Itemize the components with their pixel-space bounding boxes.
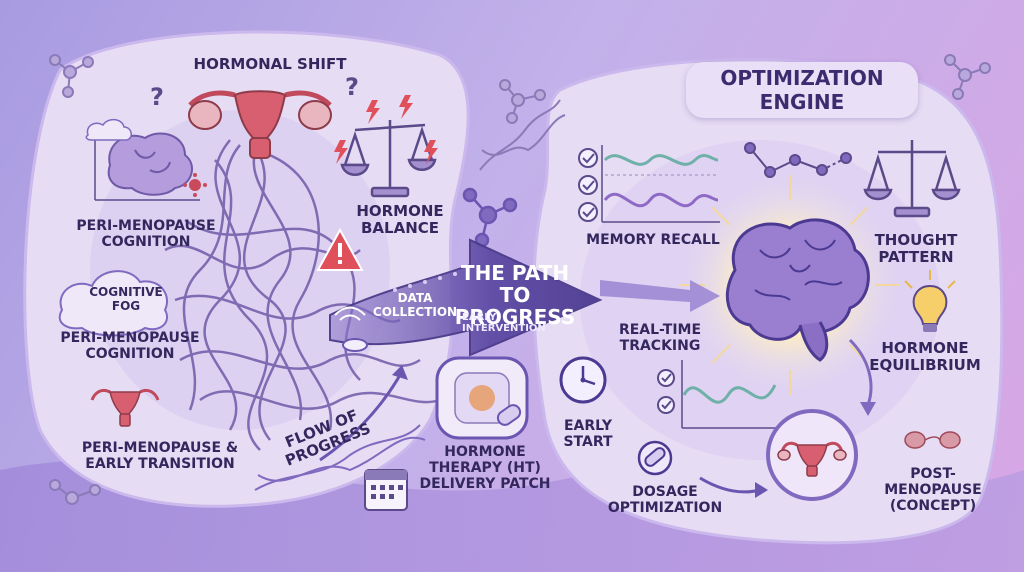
peri-cognition-label-2: PERI-MENOPAUSE COGNITION — [60, 330, 200, 363]
engine-title: OPTIMIZATION ENGINE — [686, 62, 918, 118]
checkmark-icon — [578, 148, 598, 222]
cloud-icon — [58, 270, 168, 337]
mini-chart-icon — [94, 140, 200, 201]
path-title: THE PATH TO PROGRESS — [454, 261, 576, 329]
path-subtitle: EARLY INTERVENTION — [462, 312, 546, 334]
dosage-icon — [637, 440, 673, 476]
question-mark: ? — [150, 83, 164, 111]
dna-icon — [479, 99, 566, 171]
molecule-icon — [49, 54, 94, 98]
brain-icon — [107, 132, 194, 196]
ovaries-icon — [904, 431, 961, 449]
molecule-icon — [49, 479, 101, 505]
memory-chart-icon — [601, 145, 720, 223]
post-menopause-label: POST- MENOPAUSE (CONCEPT) — [884, 466, 982, 515]
dosage-arrow — [699, 476, 761, 494]
real-time-tracking-label: REAL-TIME TRACKING — [618, 322, 702, 355]
dotted-stream — [393, 272, 457, 292]
dna-icon — [254, 424, 426, 491]
hormonal-shift-label: HORMONAL SHIFT — [193, 55, 347, 73]
ht-patch-label: HORMONE THERAPY (HT) DELIVERY PATCH — [419, 444, 551, 493]
scales-icon — [863, 140, 961, 218]
hormone-equilibrium-label: HORMONE EQUILIBRIUM — [869, 339, 981, 375]
molecule-icon — [462, 187, 518, 248]
early-start-label: EARLY START — [563, 418, 613, 451]
lightbulb-icon — [904, 270, 956, 332]
molecule-icon — [944, 54, 991, 100]
patch-icon — [435, 356, 529, 440]
checkmark-icon — [657, 369, 675, 414]
warning-icon — [316, 227, 364, 271]
wifi-icon — [334, 306, 366, 321]
uterus-circle-icon — [766, 409, 858, 501]
glow-rays — [680, 175, 900, 395]
peri-transition-label: PERI-MENOPAUSE & EARLY TRANSITION — [81, 440, 239, 473]
data-collection-label: DATA COLLECTION — [372, 291, 458, 319]
peri-cognition-label-1: PERI-MENOPAUSE COGNITION — [76, 218, 216, 251]
tracking-arrow — [600, 280, 720, 312]
uterus-icon — [90, 388, 160, 427]
cognitive-fog-label: COGNITIVE FOG — [89, 285, 163, 313]
dosage-optimization-label: DOSAGE OPTIMIZATION — [607, 484, 723, 517]
brain-to-uterus-arrow — [848, 338, 873, 406]
hormone-balance-label: HORMONE BALANCE — [356, 202, 444, 238]
network-icon — [744, 142, 852, 178]
calendar-icon — [364, 469, 408, 511]
tracking-chart-icon — [681, 360, 780, 429]
sensor-icon — [342, 338, 368, 352]
path-arrow — [329, 238, 603, 357]
cloud-icon — [85, 118, 132, 141]
uterus-icon — [188, 90, 332, 159]
clock-icon — [559, 356, 607, 404]
flow-arrow — [319, 374, 402, 462]
memory-recall-label: MEMORY RECALL — [586, 232, 720, 248]
molecule-icon — [499, 79, 546, 124]
brain-icon — [725, 218, 870, 362]
question-mark: ? — [345, 73, 359, 101]
thought-pattern-label: THOUGHT PATTERN — [874, 231, 958, 267]
virus-icon — [183, 173, 207, 197]
lightning-icon — [334, 95, 438, 164]
scales-icon — [340, 120, 437, 198]
